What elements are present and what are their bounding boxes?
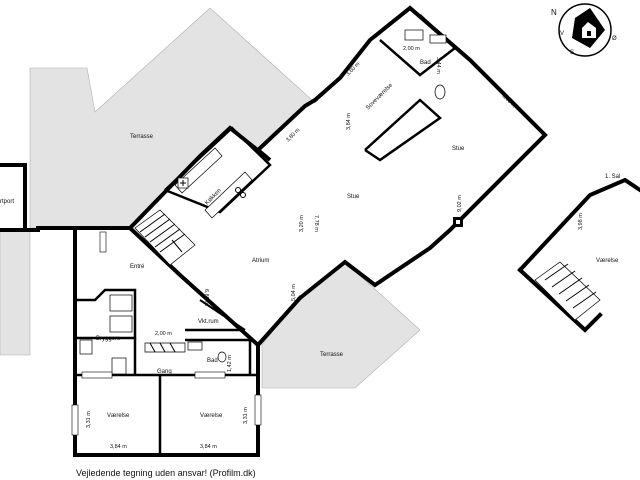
room-bad-top: Bad [420, 60, 431, 66]
dim-344: 3,44 m [435, 57, 441, 74]
room-stue-right: Stue [452, 146, 465, 152]
left-paved-area [0, 229, 31, 356]
first-floor-plan [517, 177, 640, 333]
dim-142: 1,42 m [227, 355, 233, 372]
compass-west: V [560, 31, 564, 37]
room-vaerelse-right: Værelse [596, 258, 619, 264]
compass-rose-icon: N Ø S V [551, 3, 617, 57]
room-bad-bottom: Bad [207, 358, 218, 364]
compass-north: N [551, 8, 557, 17]
dim-680: 6,80 m [203, 289, 209, 306]
room-carport-fragment: rtport [0, 199, 14, 205]
floor-label-first: 1. Sal [605, 174, 620, 180]
ground-floor-stairs [134, 209, 196, 266]
dim-380: 3,80 m [285, 127, 301, 143]
dim-902: 9,02 m [457, 195, 463, 212]
dim-331-left: 3,31 m [86, 411, 92, 428]
room-entre: Entré [130, 264, 145, 270]
dim-384-right: 3,84 m [200, 444, 217, 450]
dim-398: 3,98 m [578, 213, 584, 230]
terrace-areas [0, 7, 421, 389]
terrace-top-area [29, 7, 313, 229]
disclaimer-text: Vejledende tegning uden ansvar! (Profilm… [76, 468, 256, 478]
room-vkt-rum: Vkt.rum [198, 319, 219, 325]
room-stue-left: Stue [347, 194, 360, 200]
room-atrium: Atrium [252, 258, 269, 264]
kitchen-fixtures [174, 147, 253, 219]
dim-384-left: 3,84 m [110, 444, 127, 450]
room-gang: Gang [157, 369, 172, 375]
dim-504: 5,04 m [291, 284, 297, 301]
dim-384-sov: 3,84 m [346, 113, 352, 130]
dim-200-top: 2,00 m [403, 46, 420, 52]
room-terrasse-bottom: Terrasse [320, 352, 344, 358]
upper-bath-fixtures [404, 29, 447, 100]
fireplace-icon [453, 217, 463, 227]
dim-383: 3,83 m [501, 93, 517, 109]
room-vaerelse-left: Værelse [107, 413, 130, 419]
room-terrasse-top: Terrasse [130, 134, 154, 140]
room-bryggers: Bryggers [96, 336, 120, 342]
compass-south: S [570, 50, 574, 56]
room-sovevaerelse: Soveværelse [365, 82, 394, 111]
dim-200-mid: 2,00 m [155, 331, 172, 337]
terrace-bottom-area [261, 261, 421, 389]
windows [71, 231, 262, 436]
lower-bath-fixtures [79, 294, 227, 375]
dim-331-right: 3,31 m [243, 407, 249, 424]
dim-320: 3,20 m [299, 215, 305, 232]
room-vaerelse-mid: Værelse [200, 413, 223, 419]
dim-778: 7,78 m [313, 215, 319, 232]
compass-east: Ø [612, 36, 617, 42]
